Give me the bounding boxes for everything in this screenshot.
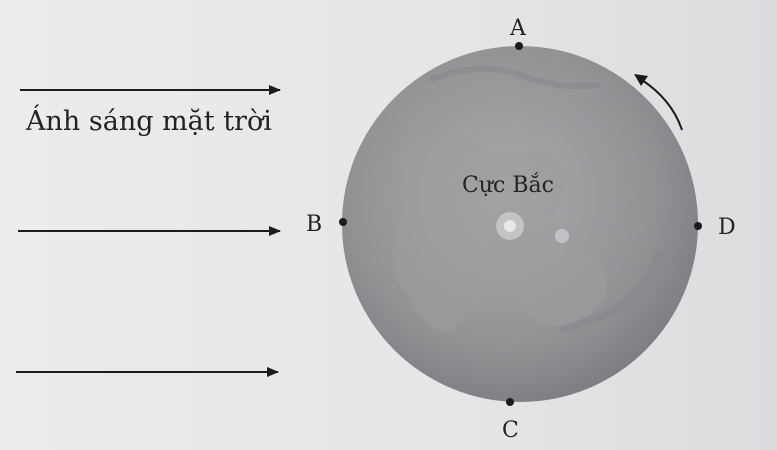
sunlight-label: Ánh sáng mặt trời — [26, 106, 272, 137]
point-c-marker — [506, 398, 514, 406]
point-d-marker — [694, 222, 702, 230]
point-a-label: A — [510, 16, 526, 41]
point-a-marker — [515, 42, 523, 50]
point-b-marker — [339, 218, 347, 226]
point-c-label: C — [502, 418, 519, 443]
point-d-label: D — [718, 215, 736, 240]
earth-globe — [342, 46, 698, 402]
rotation-arrow-icon — [634, 74, 683, 131]
point-b-label: B — [306, 212, 323, 237]
north-pole-label: Cực Bắc — [462, 173, 554, 198]
